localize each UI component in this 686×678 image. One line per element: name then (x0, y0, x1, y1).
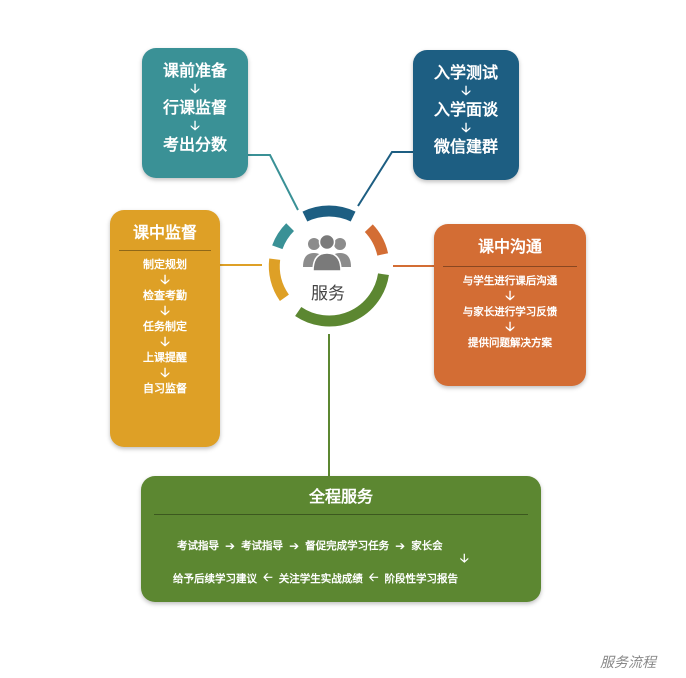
flow-step: 考试指导 (177, 540, 219, 552)
arrow-right-icon: ➔ (289, 538, 300, 553)
arrow-right-icon: ➔ (225, 538, 236, 553)
card-step: 自习监督 (143, 382, 187, 395)
arrow-right-icon: ➔ (395, 538, 406, 553)
connector-top-right (357, 151, 413, 207)
card-title: 课中沟通 (477, 237, 542, 256)
flow-step: 给予后续学习建议 (173, 573, 257, 585)
flow-step: 考试指导 (241, 540, 284, 552)
arrow-down-icon: 🡣 (505, 289, 515, 304)
card-step: 与家长进行学习反馈 (462, 306, 558, 318)
arrow-down-icon: 🡣 (461, 121, 471, 136)
flow-step: 阶段性学习报告 (384, 573, 458, 585)
card-step: 入学面谈 (433, 100, 498, 119)
arrow-down-icon: 🡣 (160, 304, 170, 319)
arrow-down-icon: 🡣 (160, 273, 170, 288)
flow-step: 家长会 (411, 540, 443, 552)
ring-segment-orange (364, 224, 389, 256)
card-step: 与学生进行课后沟通 (462, 275, 558, 287)
card-step: 考出分数 (162, 135, 227, 154)
arrow-down-icon: 🡣 (461, 84, 471, 99)
ring-segment-green (295, 273, 389, 327)
center-label: 服务 (311, 284, 345, 304)
arrow-down-icon: 🡣 (160, 335, 170, 350)
card-divider (443, 266, 577, 267)
card-full-service: 全程服务 考试指导 ➔ 考试指导 ➔ 督促完成学习任务 ➔ 家长会 🡣 给予后续… (141, 476, 541, 602)
card-title: 课中监督 (132, 223, 197, 242)
card-step: 检查考勤 (143, 289, 187, 302)
arrow-down-icon: 🡣 (505, 320, 515, 335)
card-step: 入学测试 (433, 63, 498, 82)
flow-step: 关注学生实战成绩 (278, 573, 363, 585)
arrow-down-icon: 🡣 (460, 551, 469, 565)
ring-segment-blue (302, 205, 356, 222)
card-step: 制定规划 (143, 258, 187, 271)
card-step: 课前准备 (162, 61, 227, 80)
arrow-left-icon: 🡠 (263, 570, 273, 584)
flow-row-backward: 给予后续学习建议 🡠 关注学生实战成绩 🡠 阶段性学习报告 (173, 568, 458, 589)
card-divider (119, 250, 211, 251)
arrow-left-icon: 🡠 (368, 570, 379, 584)
card-in-class-supervision: 课中监督 制定规划 🡣 检查考勤 🡣 任务制定 🡣 上课提醒 🡣 自习监督 (110, 210, 220, 447)
arrow-down-icon: 🡣 (160, 366, 170, 381)
card-divider (154, 514, 528, 515)
flow-row-forward: 考试指导 ➔ 考试指导 ➔ 督促完成学习任务 ➔ 家长会 (177, 538, 443, 553)
arrow-down-icon: 🡣 (190, 82, 200, 97)
diagram-caption: 服务流程 (600, 655, 656, 671)
card-in-class-communication: 课中沟通 与学生进行课后沟通 🡣 与家长进行学习反馈 🡣 提供问题解决方案 (434, 224, 586, 386)
ring-segment-teal (272, 223, 295, 250)
flow-step: 督促完成学习任务 (305, 540, 390, 552)
card-title: 全程服务 (308, 487, 373, 506)
card-class-prep: 课前准备 🡣 行课监督 🡣 考出分数 (142, 48, 248, 178)
card-step: 行课监督 (162, 98, 227, 117)
arrow-down-icon: 🡣 (190, 119, 200, 134)
card-step: 任务制定 (143, 320, 187, 333)
people-group-icon (303, 233, 351, 271)
ring-segment-yellow (268, 258, 290, 301)
card-step: 上课提醒 (143, 351, 187, 364)
card-step: 微信建群 (433, 137, 498, 156)
card-step: 提供问题解决方案 (468, 337, 552, 349)
card-enrollment: 入学测试 🡣 入学面谈 🡣 微信建群 (413, 50, 519, 180)
connector-top-left (248, 154, 299, 211)
